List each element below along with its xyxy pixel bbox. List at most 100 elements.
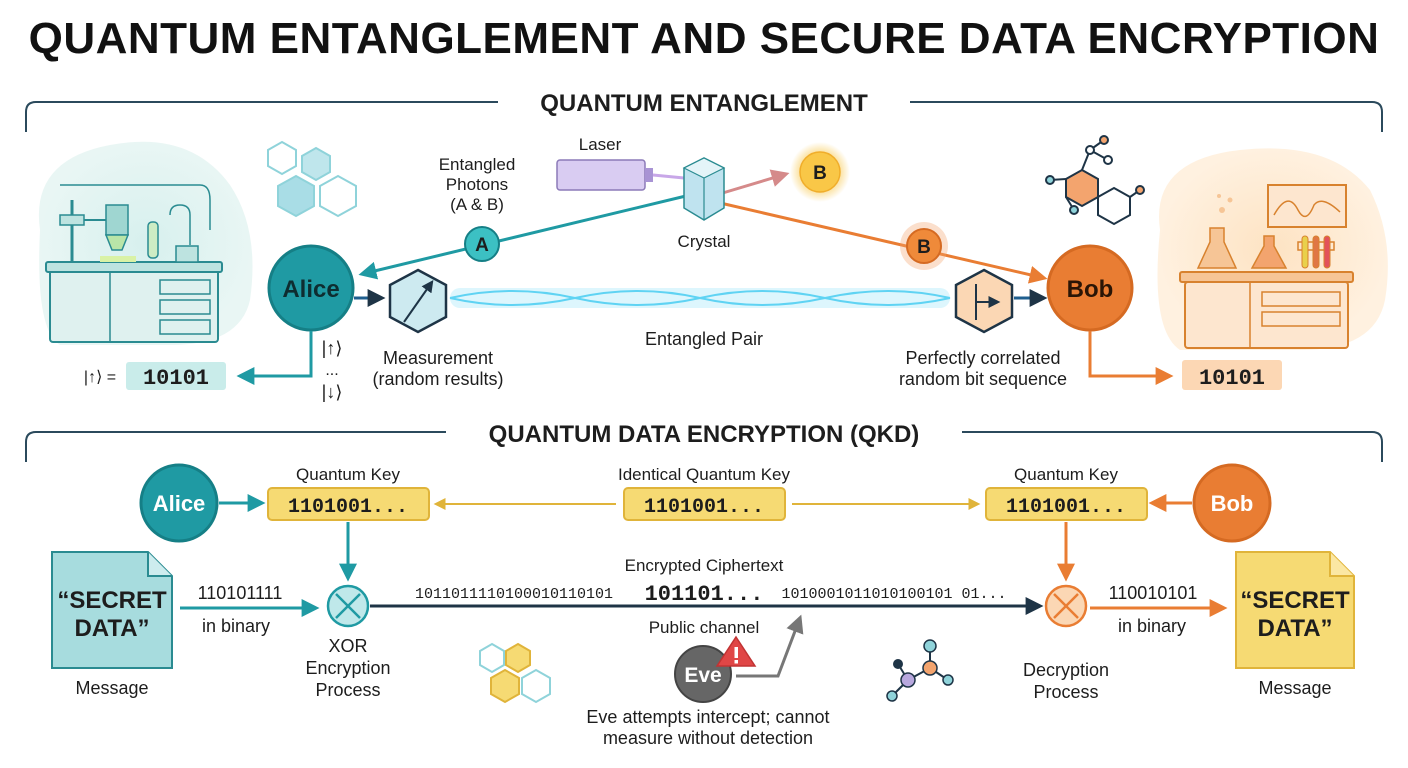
eve-node: Eve Eve attempts intercept; cannot measu…: [586, 614, 830, 748]
identical-key-label: Identical Quantum Key: [618, 465, 790, 484]
bob-label: Bob: [1067, 276, 1114, 303]
alice-bits-arrow: [236, 331, 313, 385]
cipher-left: 1011011110100010110101: [415, 586, 613, 603]
entangled-pair-label: Entangled Pair: [645, 329, 763, 349]
molecule-icon: [1045, 135, 1145, 226]
message-document-left: “SECRET DATA” Message: [51, 551, 173, 698]
entangled-pair-beam: Entangled Pair: [449, 288, 951, 349]
message-left-line1: “SECRET: [57, 587, 167, 614]
message-right-line2: DATA”: [1257, 615, 1332, 642]
correlated-line2: random bit sequence: [899, 369, 1067, 389]
qkd-bob-label: Bob: [1211, 491, 1254, 516]
left-binary: 110101111 in binary: [180, 583, 320, 636]
entanglement-frame: QUANTUM ENTANGLEMENT: [25, 90, 1383, 132]
eve-note-line2: measure without detection: [603, 728, 813, 748]
photon-a-beam: [358, 193, 691, 280]
quantum-key-left-label: Quantum Key: [296, 465, 400, 484]
decrypt-line1: Decryption: [1023, 660, 1109, 680]
right-in-binary: in binary: [1118, 616, 1186, 636]
eve-label: Eve: [684, 664, 721, 687]
left-binary-value: 110101111: [198, 583, 283, 603]
photon-b-glow: B: [790, 142, 850, 202]
ciphertext-label: Encrypted Ciphertext: [625, 556, 784, 575]
qkd-bob-node: Bob: [1192, 463, 1272, 543]
message-left-label: Message: [75, 678, 148, 698]
photon-a: A: [464, 226, 500, 262]
right-binary-value: 110010101: [1109, 583, 1198, 603]
bob-bits-value: 10101: [1199, 366, 1265, 391]
quantum-key-right: Quantum Key 1101001...: [985, 465, 1148, 521]
decrypt-node: Decryption Process: [1023, 584, 1109, 702]
eve-note-line1: Eve attempts intercept; cannot: [586, 707, 829, 727]
photon-b-top-letter: B: [813, 163, 827, 184]
alice-node: Alice: [267, 244, 355, 332]
identical-key-value: 1101001...: [644, 496, 764, 519]
right-lab-illustration: [1157, 148, 1388, 350]
qkd-alice-label: Alice: [153, 491, 206, 516]
public-channel-label: Public channel: [649, 618, 760, 637]
xor-line1: XOR: [328, 636, 367, 656]
xor-line3: Process: [315, 680, 380, 700]
measurement-line1: Measurement: [383, 348, 493, 368]
laser-device: Laser: [556, 135, 685, 191]
xor-line2: Encryption: [305, 658, 390, 678]
quantum-key-left-value: 1101001...: [288, 496, 408, 519]
correlated-line1: Perfectly correlated: [905, 348, 1060, 368]
left-lab-illustration: [38, 141, 253, 345]
qkd-heading: QUANTUM DATA ENCRYPTION (QKD): [489, 421, 920, 448]
quantum-key-right-label: Quantum Key: [1014, 465, 1118, 484]
left-in-binary: in binary: [202, 616, 270, 636]
photons-label-line1: Entangled: [439, 155, 516, 174]
photon-b: B: [900, 222, 948, 270]
main-title: QUANTUM ENTANGLEMENT AND SECURE DATA ENC…: [28, 14, 1380, 63]
quantum-key-left: Quantum Key 1101001...: [267, 465, 430, 521]
basis-dots: ...: [325, 362, 338, 379]
measurement-hexagon-left: [388, 268, 448, 334]
identical-quantum-key: Identical Quantum Key 1101001...: [618, 465, 790, 521]
message-document-right: “SECRET DATA” Message: [1235, 551, 1355, 698]
photon-b-upper-beam: [715, 169, 790, 197]
measurement-hexagon-right: [954, 268, 1014, 334]
basis-states: |↑⟩ ... |↓⟩: [322, 338, 343, 402]
measurement-line2: (random results): [372, 369, 503, 389]
bob-node: Bob: [1046, 244, 1134, 332]
xor-node: XOR Encryption Process: [305, 584, 391, 700]
message-right-line1: “SECRET: [1240, 587, 1350, 614]
cipher-right: 1010001011010100101 01...: [781, 586, 1006, 603]
qkd-alice-node: Alice: [139, 463, 219, 543]
right-binary: 110010101 in binary: [1090, 583, 1228, 636]
crystal-prism: Crystal: [678, 157, 731, 251]
crystal-label: Crystal: [678, 232, 731, 251]
photons-label-line3: (A & B): [450, 195, 504, 214]
alice-bits-value: 10101: [143, 366, 209, 391]
bob-bits: 10101: [1182, 360, 1282, 391]
molecule-bottom-icon: [886, 639, 954, 702]
cipher-mid: 101101...: [645, 582, 764, 607]
alice-label: Alice: [282, 276, 339, 303]
hexagon-cluster-bottom-icon: [479, 642, 551, 704]
decrypt-line2: Process: [1033, 682, 1098, 702]
ciphertext-channel: Encrypted Ciphertext 1011011110100010110…: [370, 556, 1044, 637]
qkd-frame: QUANTUM DATA ENCRYPTION (QKD): [25, 421, 1383, 462]
photon-a-letter: A: [475, 235, 489, 256]
intercept-arrow: [736, 614, 804, 678]
message-left-line2: DATA”: [74, 615, 149, 642]
warning-icon: [715, 635, 757, 667]
hexagon-cluster-icon: [267, 140, 357, 218]
basis-up: |↑⟩: [322, 338, 343, 358]
entangled-photons-label: Entangled Photons (A & B): [439, 155, 516, 214]
photon-b-beam: [715, 200, 1048, 284]
alice-bits: |↑⟩ = 10101: [84, 362, 226, 391]
correlated-label: Perfectly correlated random bit sequence: [899, 348, 1067, 389]
quantum-key-right-value: 1101001...: [1006, 496, 1126, 519]
alice-state-label: |↑⟩ =: [84, 369, 116, 386]
bob-bits-arrow: [1088, 331, 1174, 385]
entanglement-heading: QUANTUM ENTANGLEMENT: [540, 90, 868, 117]
basis-down: |↓⟩: [322, 382, 343, 402]
laser-label: Laser: [579, 135, 622, 154]
photon-b-letter: B: [917, 237, 931, 258]
message-right-label: Message: [1258, 678, 1331, 698]
photons-label-line2: Photons: [446, 175, 508, 194]
